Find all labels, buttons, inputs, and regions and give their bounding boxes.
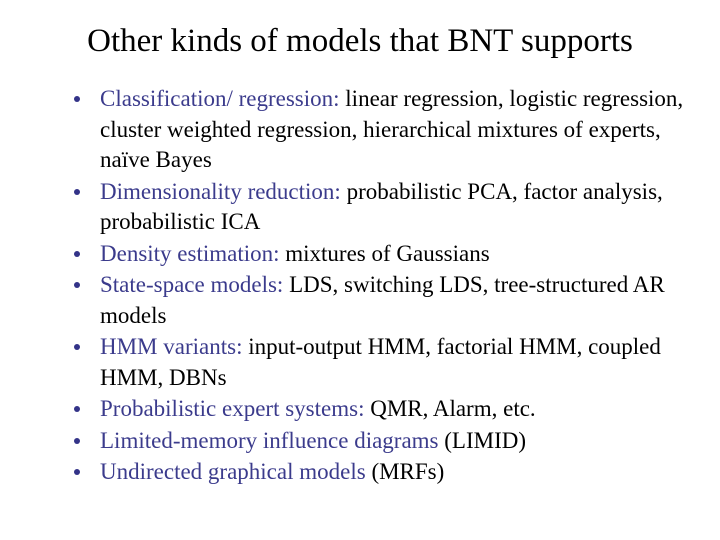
list-item-rest: (MRFs) — [365, 459, 445, 484]
bullet-dot-icon — [74, 469, 80, 475]
bullet-dot-icon — [74, 250, 80, 257]
list-item: Probabilistic expert systems: QMR, Alarm… — [62, 394, 692, 425]
list-item: Undirected graphical models (MRFs) — [62, 457, 692, 488]
list-item-lead: Probabilistic expert systems: — [100, 396, 365, 421]
bullet-dot-icon — [74, 406, 80, 412]
list-item-rest: input-output HMM, factorial HMM, coupled… — [100, 334, 661, 390]
list-item-lead: Dimensionality reduction: — [100, 178, 341, 204]
bullet-dot-icon — [74, 282, 80, 288]
list-item-rest: (LIMID) — [438, 427, 526, 453]
list-item-rest: LDS, switching LDS, tree-structured AR m… — [100, 272, 665, 328]
list-item-lead: Classification/ regression: — [100, 86, 340, 111]
list-item: Dimensionality reduction: probabilistic … — [62, 177, 692, 238]
slide-title: Other kinds of models that BNT supports — [87, 23, 633, 59]
list-item: Limited-memory influence diagrams (LIMID… — [62, 426, 692, 457]
list-item: HMM variants: input-output HMM, factoria… — [62, 332, 692, 393]
bullet-dot-icon — [74, 437, 80, 444]
list-item-rest: mixtures of Gaussians — [279, 240, 490, 266]
list-item-lead: HMM variants: — [100, 334, 243, 359]
list-item-lead: Undirected graphical models — [100, 459, 366, 484]
list-item-rest: probabilistic PCA, factor analysis, prob… — [100, 178, 663, 235]
list-item: Classification/ regression: linear regre… — [62, 84, 692, 176]
list-item-lead: Density estimation: — [100, 240, 280, 266]
list-item-rest: QMR, Alarm, etc. — [364, 396, 536, 421]
list-item-lead: Limited-memory influence diagrams — [100, 427, 439, 453]
bullet-dot-icon — [74, 344, 80, 350]
list-item-rest: linear regression, logistic regression, … — [100, 86, 684, 172]
list-item: Density estimation: mixtures of Gaussian… — [62, 239, 692, 270]
bullet-list: Classification/ regression: linear regre… — [62, 84, 692, 489]
list-item: State-space models: LDS, switching LDS, … — [62, 270, 692, 331]
bullet-dot-icon — [74, 96, 80, 102]
list-item-lead: State-space models: — [100, 272, 284, 297]
bullet-dot-icon — [74, 188, 80, 195]
